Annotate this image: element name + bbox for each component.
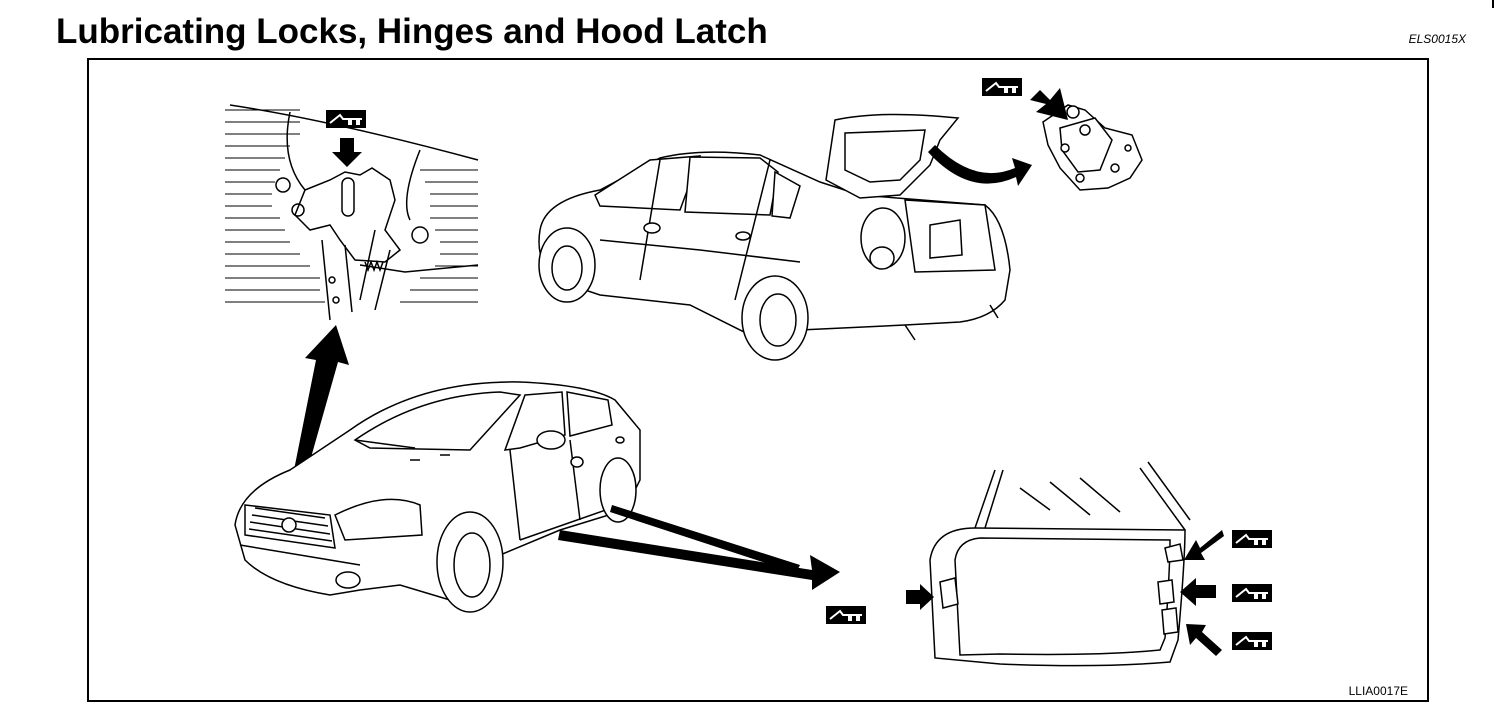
grease-symbol-icon [825, 605, 867, 625]
grease-symbol-icon [325, 109, 367, 129]
pointer-arrow-icon [332, 138, 362, 167]
callout-arrow-icon [558, 530, 840, 590]
figure-code: LLIA0017E [1348, 684, 1408, 698]
pointer-arrow-icon [1180, 578, 1216, 606]
grease-symbol-icon [1231, 583, 1273, 603]
pointer-arrow-icon [1186, 624, 1222, 656]
callout-arrow-icon [928, 145, 1032, 186]
corner-mark [1492, 0, 1494, 8]
figure-frame [87, 58, 1429, 702]
rear-sedan-drawing [538, 113, 1011, 361]
hood-latch-detail [225, 104, 479, 321]
pointer-arrow-icon [1184, 530, 1224, 560]
front-sedan-drawing [234, 381, 641, 613]
grease-symbol-icon [1231, 631, 1273, 651]
trunk-latch-detail [1042, 104, 1143, 191]
grease-symbol-icon [981, 77, 1023, 97]
pointer-arrow-icon [906, 584, 934, 610]
callout-arrow-icon [610, 505, 800, 573]
door-detail [929, 461, 1191, 667]
document-code: ELS0015X [1408, 32, 1466, 46]
page-title: Lubricating Locks, Hinges and Hood Latch [56, 12, 768, 51]
grease-symbol-icon [1231, 529, 1273, 549]
pointer-arrow-icon [1030, 88, 1068, 120]
